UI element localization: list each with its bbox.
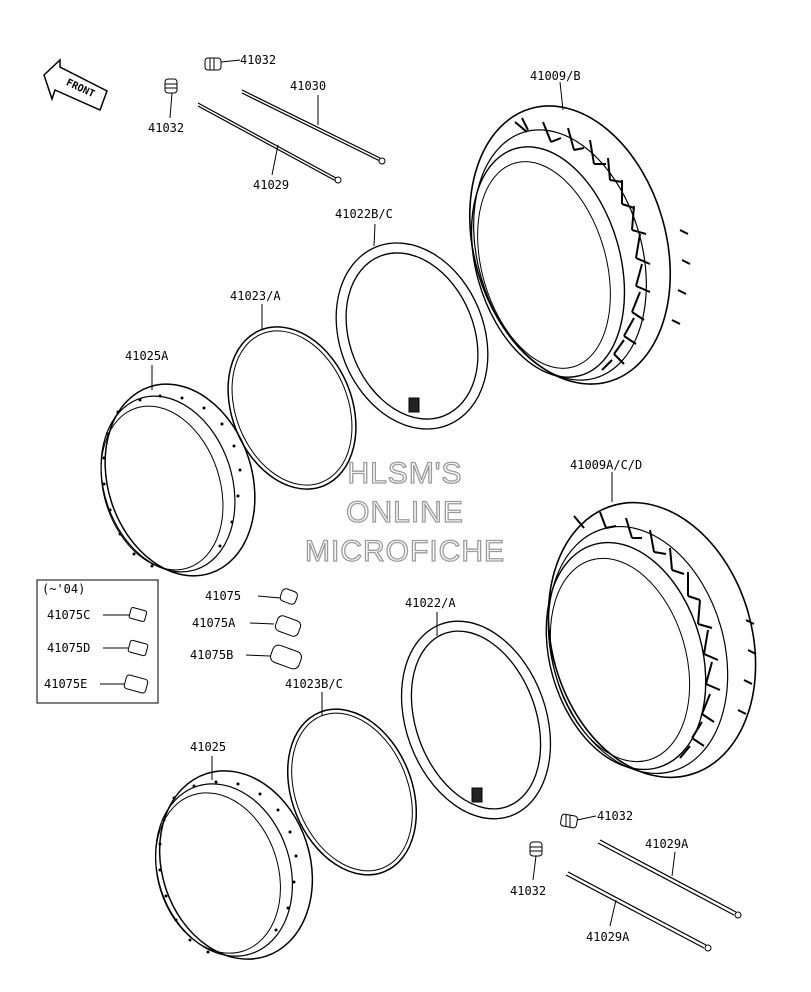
rim-band-front [286, 708, 418, 876]
label-weight-c: 41075B [190, 648, 233, 662]
inset-weight-e-part [123, 674, 149, 694]
valve-cap-bottom-left [529, 841, 543, 857]
watermark-line3: MICROFICHE [305, 535, 505, 568]
label-spoke-bottom-a: 41029A [645, 837, 689, 851]
label-rim-band-front: 41023B/C [285, 677, 343, 691]
label-tire-rear: 41009/B [530, 69, 581, 83]
weight-41075a [274, 615, 302, 637]
label-rim-band-rear: 41023/A [230, 289, 281, 303]
valve-cap-top-right [204, 57, 222, 71]
label-valve-cap-top-right: 41032 [240, 53, 276, 67]
label-inset-weight-d: 41075D [47, 641, 90, 655]
watermark-line2: ONLINE [346, 496, 464, 529]
label-valve-cap-bottom-left: 41032 [510, 884, 546, 898]
tire-front [545, 501, 757, 779]
weight-41075b [270, 644, 302, 670]
rim-front [154, 770, 314, 960]
inset-box: (~'04) 41075C 41075D 41075E [36, 579, 159, 704]
label-inset-weight-c: 41075C [47, 608, 90, 622]
label-valve-cap-top-left: 41032 [148, 121, 184, 135]
spoke-top-b [197, 102, 342, 184]
tube-front [400, 620, 552, 820]
watermark: HLSM'S ONLINE MICROFICHE [304, 456, 505, 568]
spoke-top-a [241, 89, 386, 165]
label-spoke-top-a: 41030 [290, 79, 326, 93]
front-arrow-icon: FRONT [43, 58, 108, 112]
spoke-bottom-a [597, 839, 742, 919]
watermark-line1: HLSM'S [347, 457, 462, 490]
label-inset-weight-e: 41075E [44, 677, 87, 691]
tire-rear [468, 105, 691, 385]
label-tube-rear: 41022B/C [335, 207, 393, 221]
valve-cap-bottom-right [560, 813, 578, 829]
valve-cap-top-left [164, 78, 178, 94]
inset-weight-d-part [127, 639, 149, 657]
label-tire-front: 41009A/C/D [570, 458, 642, 472]
weight-41075 [279, 588, 298, 605]
label-weight-a: 41075 [205, 589, 241, 603]
spoke-bottom-b [565, 871, 712, 952]
label-spoke-top-b: 41029 [253, 178, 289, 192]
rim-rear [100, 383, 256, 577]
label-rim-rear: 41025A [125, 349, 169, 363]
label-spoke-bottom-b: 41029A [586, 930, 630, 944]
inset-title: (~'04) [42, 582, 85, 596]
label-weight-b: 41075A [192, 616, 236, 630]
label-tube-front: 41022/A [405, 596, 456, 610]
inset-weight-c-part [128, 607, 148, 622]
tube-rear [335, 242, 489, 430]
label-rim-front: 41025 [190, 740, 226, 754]
label-valve-cap-bottom-right: 41032 [597, 809, 633, 823]
